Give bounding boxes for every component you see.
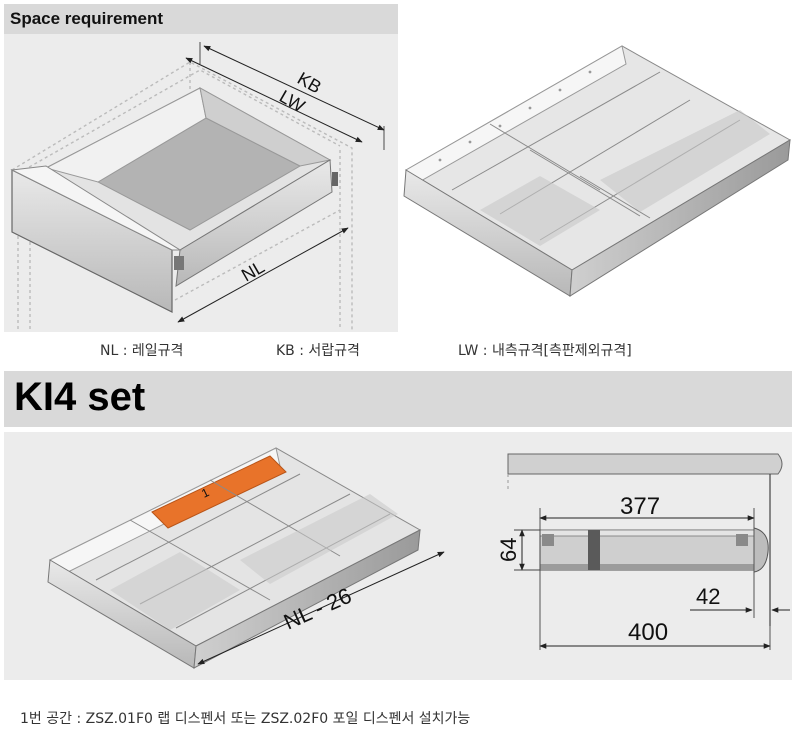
kit-drawing	[47, 447, 445, 669]
installation-note: 1번 공간 : ZSZ.01F0 랩 디스펜서 또는 ZSZ.02F0 포일 디…	[20, 711, 471, 727]
tray-organizer-drawing	[403, 45, 791, 297]
dim-400: 400	[628, 619, 668, 646]
space-requirement-header: Space requirement	[4, 4, 398, 34]
dim-64: 64	[496, 538, 521, 562]
nl-label: NL	[238, 257, 268, 286]
kit-title: KI4 set	[14, 375, 146, 419]
dim-377: 377	[620, 493, 660, 520]
legend-nl: NL : 레일규격	[100, 343, 184, 359]
legend-kb: KB : 서랍규격	[276, 343, 360, 359]
space-1-highlight	[151, 455, 287, 529]
legend-lw: LW : 내측규격[측판제외규격]	[458, 343, 632, 359]
dim-42: 42	[696, 584, 720, 609]
section-drawing	[507, 453, 790, 650]
kit-header: KI4 set	[4, 371, 792, 427]
space-requirement-title: Space requirement	[10, 9, 164, 28]
cabinet-drawing	[10, 42, 385, 330]
